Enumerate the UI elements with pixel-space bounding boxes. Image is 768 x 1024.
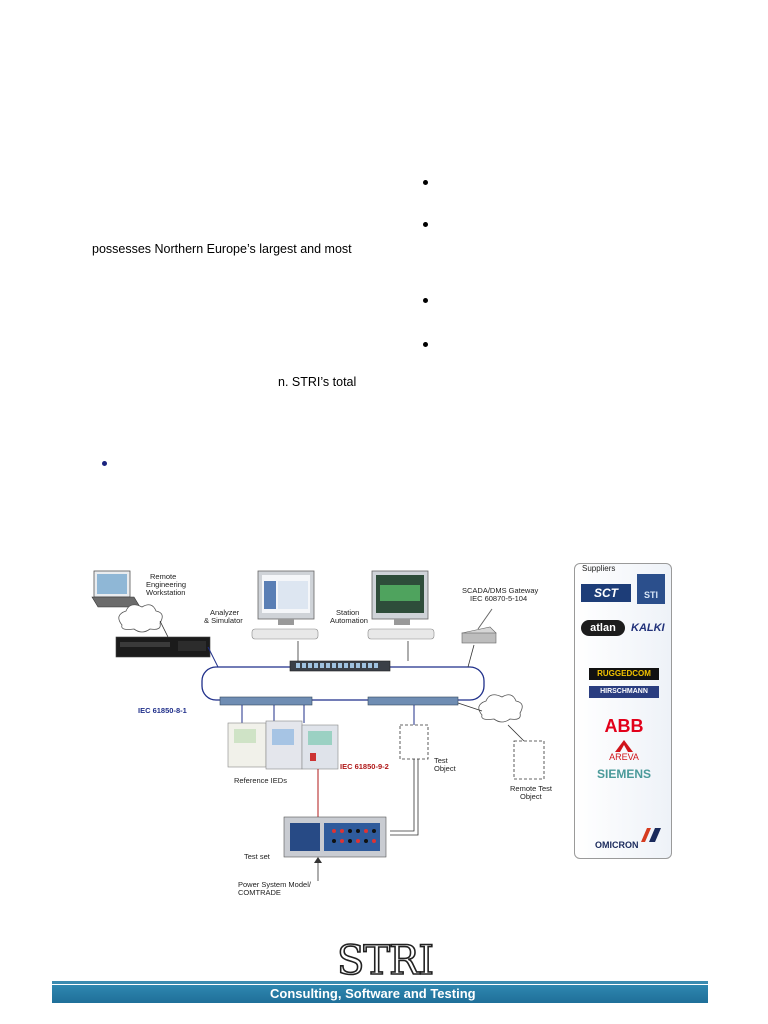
switch-left-icon: [219, 696, 313, 706]
wan-cloud-right: [478, 694, 523, 723]
iec-9-2-label: IEC 61850-9-2: [340, 762, 389, 771]
test-set-label: Test set: [244, 852, 271, 861]
body-text-line-2: n. STRI’s total: [278, 375, 357, 389]
stri-logo: STRI: [336, 938, 435, 980]
omicron-logo: OMICRON: [595, 828, 665, 850]
gateway-icon: [461, 608, 497, 644]
sct-logo: SCT: [581, 584, 631, 602]
remote-test-object-icon: [513, 740, 545, 780]
iec-8-1-label: IEC 61850-8-1: [138, 706, 187, 715]
footer-rule: [52, 981, 708, 984]
ied-icon-2: [265, 720, 303, 770]
footer-tagline: Consulting, Software and Testing: [270, 986, 476, 1001]
kalki-logo: KALKI: [631, 622, 665, 634]
atlan-logo: atlan: [581, 620, 625, 636]
laptop-icon: [91, 570, 141, 608]
switch-right-icon: [367, 696, 459, 706]
bullet-2: [423, 222, 428, 227]
test-object-icon: [399, 724, 429, 760]
monitor-icon-2: [367, 570, 435, 640]
svg-text:Analyzer& Simulator: Analyzer& Simulator: [204, 608, 243, 625]
body-text-line-1: possesses Northern Europe’s largest and …: [92, 242, 352, 256]
abb-logo: ABB: [604, 716, 644, 736]
suppliers-title: Suppliers: [582, 564, 616, 573]
omicron-mark-icon: [641, 828, 661, 842]
monitor-icon-1: [251, 570, 319, 640]
ied-icon-1: [227, 722, 267, 768]
sti-logo: STI: [637, 574, 665, 604]
areva-a-icon: [615, 740, 633, 752]
test-set-icon: [283, 816, 387, 858]
wan-cloud-left: [118, 604, 163, 633]
areva-logo: AREVA: [599, 740, 649, 762]
bullet-3: [423, 298, 428, 303]
siemens-logo: SIEMENS: [596, 767, 651, 781]
svg-text:STRI: STRI: [337, 938, 433, 980]
footer-bar: [52, 985, 708, 1003]
reference-ieds-label: Reference IEDs: [234, 776, 287, 785]
bullet-5: [102, 461, 107, 466]
suppliers-panel: Suppliers SCT STI atlan KALKI RUGGEDCOM …: [574, 563, 672, 859]
bullet-1: [423, 180, 428, 185]
bullet-4: [423, 342, 428, 347]
svg-text:Power System Model/COMTRADE: Power System Model/COMTRADE: [238, 880, 312, 897]
ruggedcom-logo: RUGGEDCOM: [589, 668, 659, 680]
ied-icon-3: [301, 724, 339, 770]
network-ring: [201, 666, 485, 701]
hirschmann-logo: HIRSCHMANN: [589, 686, 659, 698]
